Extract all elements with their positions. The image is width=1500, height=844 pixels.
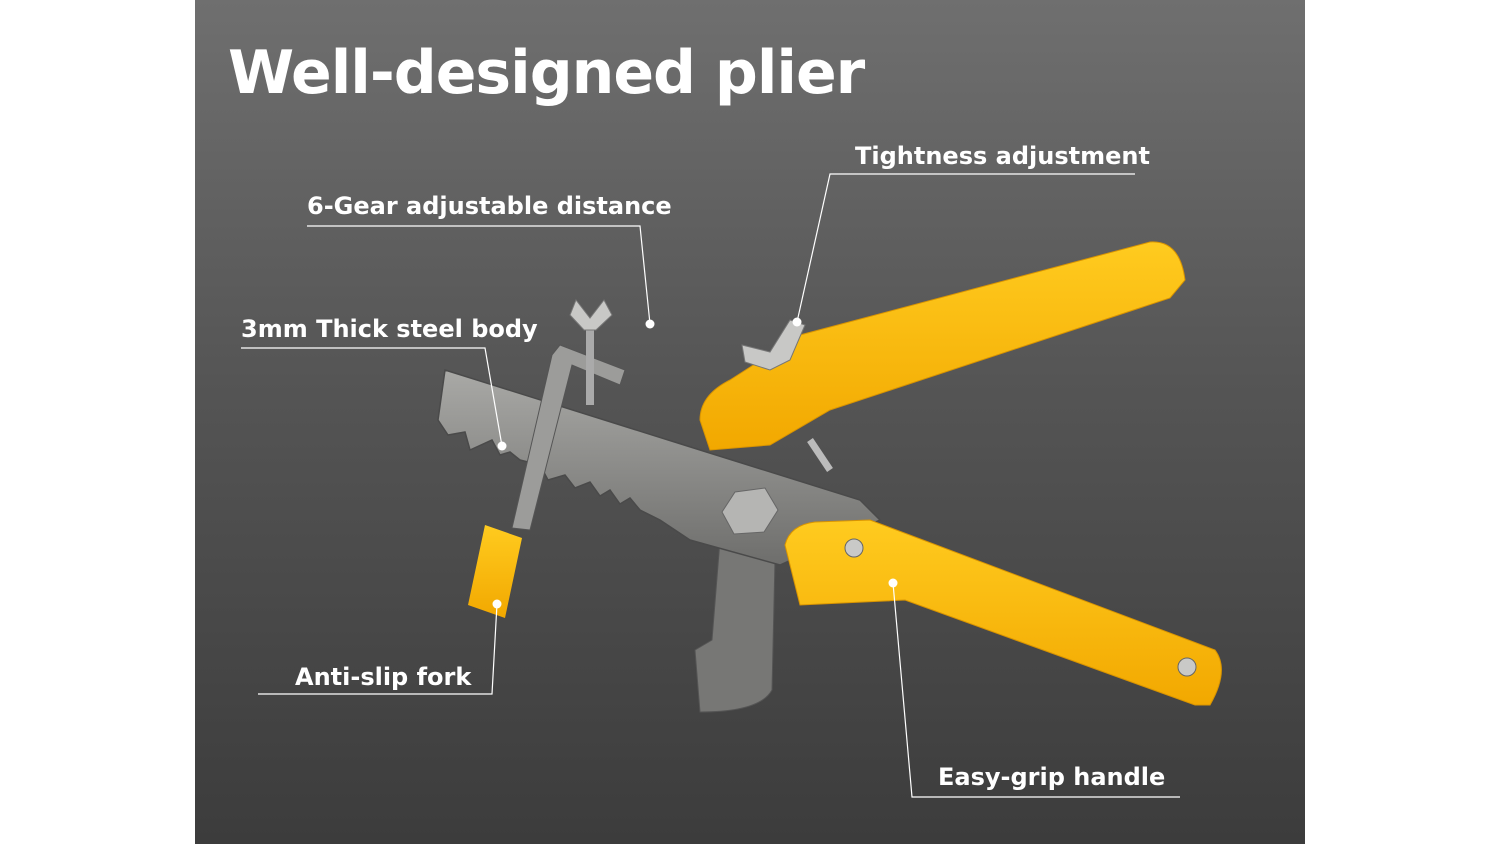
callout-steel-body: 3mm Thick steel body	[241, 315, 538, 343]
pivot-bolt	[721, 487, 779, 535]
hook-blade	[694, 539, 776, 713]
l-bracket	[511, 344, 626, 531]
page-title: Well-designed plier	[228, 38, 865, 108]
upper-handle	[699, 241, 1186, 451]
callout-anti-slip-fork: Anti-slip fork	[295, 663, 472, 691]
anti-slip-fork	[468, 525, 522, 618]
callout-tightness-adjustment: Tightness adjustment	[855, 142, 1150, 170]
lower-handle	[784, 519, 1222, 706]
callout-dots	[492, 317, 898, 609]
wing-nut-gear	[569, 299, 613, 331]
callout-6-gear-distance: 6-Gear adjustable distance	[307, 192, 672, 220]
callout-lines	[241, 173, 1180, 798]
callout-easy-grip-handle: Easy-grip handle	[938, 763, 1166, 791]
wing-nut-tightness	[741, 319, 806, 371]
